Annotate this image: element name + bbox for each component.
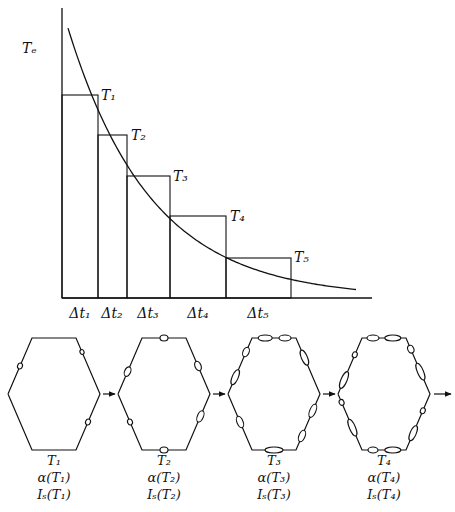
interval-label: Δt₃ xyxy=(137,305,158,321)
step-bar xyxy=(170,216,226,298)
precipitate-bead xyxy=(195,410,205,423)
stage-temperature: T₃ xyxy=(226,452,322,469)
stage-property: α(T₁) xyxy=(6,469,102,486)
stage-property: Iₛ(T₂) xyxy=(116,486,212,503)
interval-label: Δt₂ xyxy=(101,305,122,321)
step-label: T₁ xyxy=(101,87,116,103)
precipitate-bead xyxy=(297,429,307,442)
precipitate-bead xyxy=(241,346,250,358)
grain-hexagon: T₄α(T₄)Iₛ(T₄) xyxy=(336,336,432,503)
precipitate-bead xyxy=(298,349,310,366)
precipitate-bead xyxy=(123,366,132,378)
hexagon-outline xyxy=(116,336,212,452)
interval-label: Δt₁ xyxy=(69,305,90,321)
decay-curve xyxy=(68,28,356,289)
precipitate-bead xyxy=(406,344,415,354)
grain-hexagon: T₃α(T₃)Iₛ(T₃) xyxy=(226,336,322,503)
stage-arrow xyxy=(323,393,335,394)
precipitate-bead xyxy=(407,425,419,442)
hexagon-outline xyxy=(6,336,102,452)
step-bar xyxy=(98,135,127,298)
precipitate-bead xyxy=(17,362,24,369)
stage-property: Iₛ(T₄) xyxy=(336,486,432,503)
precipitate-bead xyxy=(160,335,168,341)
grain-hexagon: T₂α(T₂)Iₛ(T₂) xyxy=(116,336,212,503)
stage-property: Iₛ(T₁) xyxy=(6,486,102,503)
hexagon-edge xyxy=(228,338,320,450)
hexagon-edge xyxy=(8,338,100,450)
trailing-arrow xyxy=(434,393,451,394)
step-label: T₄ xyxy=(230,208,245,224)
temperature-label: Tₑ xyxy=(22,40,37,56)
precipitate-bead xyxy=(385,447,401,453)
step-label: T₃ xyxy=(173,168,188,184)
stage-temperature: T₁ xyxy=(6,452,102,469)
precipitate-bead xyxy=(79,349,85,355)
hexagon-outline xyxy=(336,336,432,452)
precipitate-bead xyxy=(279,335,291,341)
precipitate-bead xyxy=(338,371,351,390)
precipitate-bead xyxy=(265,447,283,453)
precipitate-bead xyxy=(367,335,379,341)
precipitate-bead xyxy=(351,351,358,358)
precipitate-bead xyxy=(338,399,345,406)
precipitate-bead xyxy=(85,418,92,425)
stage-property: α(T₃) xyxy=(226,469,322,486)
hexagon-outline xyxy=(226,336,322,452)
precipitate-bead xyxy=(368,447,378,453)
hexagon-edge xyxy=(338,338,430,450)
stage-arrow xyxy=(213,393,225,394)
step-bar xyxy=(226,258,291,298)
interval-label: Δt₅ xyxy=(247,305,268,321)
precipitate-bead xyxy=(193,360,202,372)
stage-temperature: T₂ xyxy=(116,452,212,469)
precipitate-bead xyxy=(419,407,426,414)
precipitate-bead xyxy=(346,418,359,437)
precipitate-bead xyxy=(160,447,168,453)
stage-property: α(T₂) xyxy=(116,469,212,486)
step-bar xyxy=(62,95,98,298)
stage-arrow xyxy=(103,393,115,394)
grain-hexagon: T₁α(T₁)Iₛ(T₁) xyxy=(6,336,102,503)
stage-temperature: T₄ xyxy=(336,452,432,469)
precipitate-bead xyxy=(414,362,427,381)
step-label: T₅ xyxy=(294,249,309,265)
precipitate-bead xyxy=(235,415,245,428)
precipitate-bead xyxy=(127,418,134,425)
stage-property: Iₛ(T₃) xyxy=(226,486,322,503)
stage-property: α(T₄) xyxy=(336,469,432,486)
interval-label: Δt₄ xyxy=(187,305,208,321)
hexagon-edge xyxy=(118,338,210,450)
precipitate-bead xyxy=(307,403,318,418)
precipitate-bead xyxy=(229,369,241,386)
step-label: T₂ xyxy=(131,127,146,143)
precipitate-bead xyxy=(385,335,401,341)
precipitate-bead xyxy=(258,335,272,341)
